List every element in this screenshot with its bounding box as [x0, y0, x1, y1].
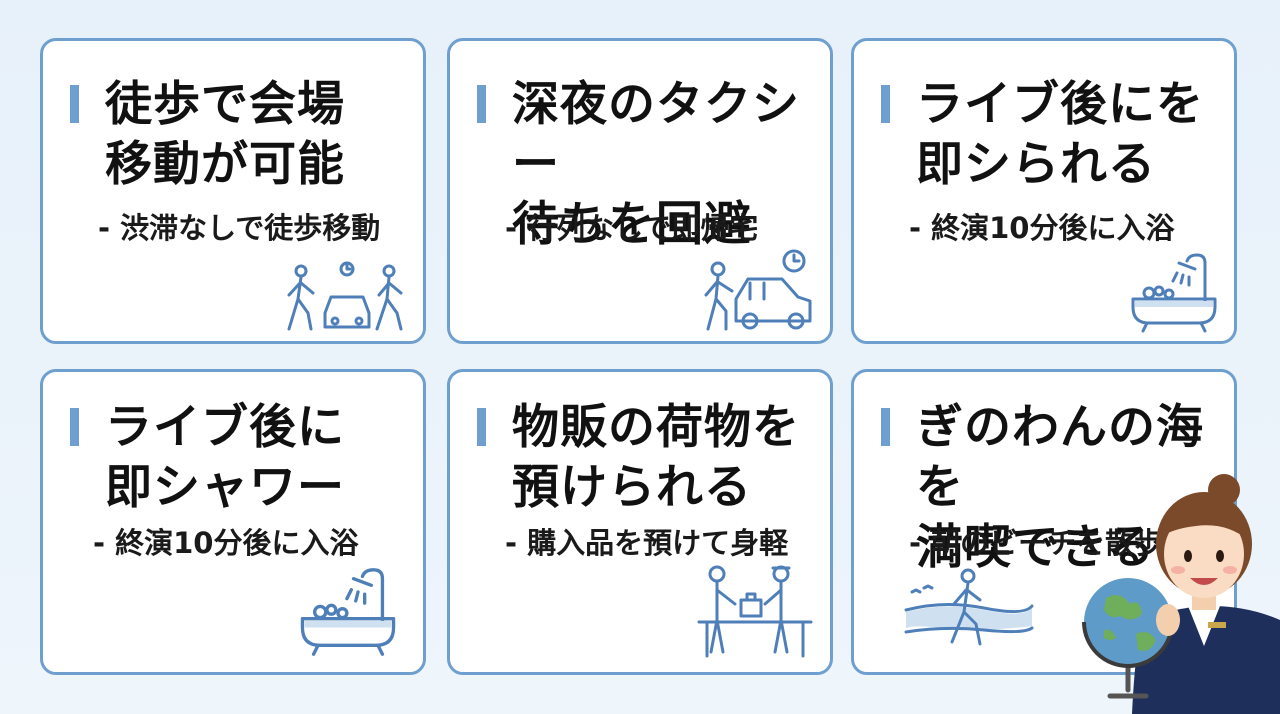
card-title: ぎのわんの海を 満喫できる	[916, 400, 1204, 575]
card-subtitle: - 購入品を預けて身軽	[505, 526, 789, 560]
feature-card-walk: 徒歩で会場 移動が可能 - 渋滞なしで徒歩移動	[40, 38, 426, 344]
title-accent-bar	[881, 85, 890, 123]
feature-card-luggage: 物販の荷物を 預けられる - 購入品を預けて身軽	[447, 369, 833, 675]
feature-card-taxi: 深夜のタクシー 待ちを回避 - 行列なしで即帰宅	[447, 38, 833, 344]
card-title: 徒歩で会場 移動が可能	[105, 77, 345, 192]
bathtub-shower-icon	[1131, 253, 1217, 333]
card-title: 深夜のタクシー 待ちを回避	[512, 77, 800, 252]
beach-walk-icon	[904, 568, 1034, 646]
card-title: ライブ後にを 即シられる	[916, 77, 1204, 192]
feature-card-bath-1: ライブ後にを 即シられる - 終演10分後に入浴	[851, 38, 1237, 344]
title-accent-bar	[70, 408, 79, 446]
card-subtitle: - 渋滞なしで徒歩移動	[98, 211, 381, 245]
card-subtitle: - 行列なしで即帰宅	[505, 211, 759, 245]
card-title: 物販の荷物を 預けられる	[512, 400, 800, 515]
tour-guide-with-globe	[1082, 474, 1280, 714]
title-accent-bar	[477, 408, 486, 446]
card-subtitle: - 終演10分後に入浴	[93, 526, 359, 560]
card-subtitle: - 終演10分後に入浴	[909, 211, 1175, 245]
title-accent-bar	[70, 85, 79, 123]
luggage-handover-icon	[697, 565, 813, 658]
bathtub-shower-icon	[300, 568, 396, 656]
card-title: ライブ後に 即シャワー	[105, 400, 345, 515]
title-accent-bar	[881, 408, 890, 446]
title-accent-bar	[477, 85, 486, 123]
walking-people-car-icon	[287, 261, 403, 331]
feature-card-shower: ライブ後に 即シャワー - 終演10分後に入浴	[40, 369, 426, 675]
person-car-clock-icon	[704, 249, 812, 331]
card-subtitle: - 朝のビーチを散歩	[909, 526, 1164, 560]
